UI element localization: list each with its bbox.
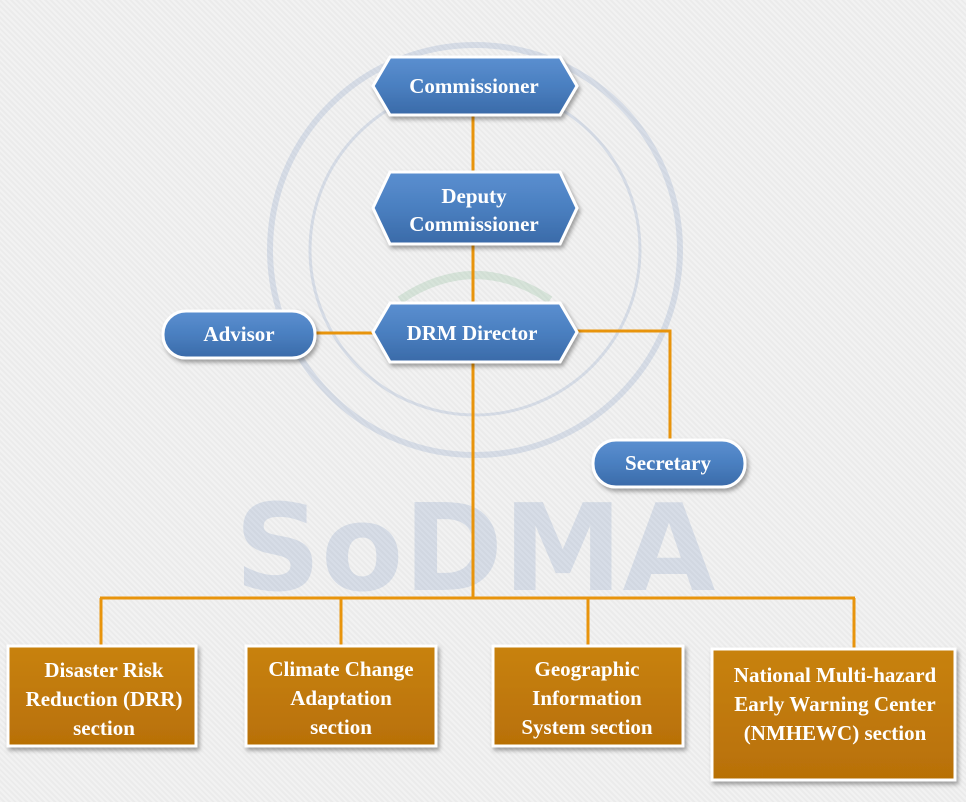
section-drr-line1: Disaster Risk xyxy=(44,658,164,682)
drm-director-label: DRM Director xyxy=(407,321,538,345)
section-gis-line2: Information xyxy=(532,686,642,710)
svg-text:SoDMA: SoDMA xyxy=(235,480,716,619)
section-drr-line3: section xyxy=(73,716,135,740)
deputy-commissioner-node[interactable]: Deputy Commissioner xyxy=(371,170,579,246)
commissioner-node[interactable]: Commissioner xyxy=(371,55,579,117)
commissioner-label: Commissioner xyxy=(409,74,539,98)
section-cca-line1: Climate Change xyxy=(268,657,413,681)
drm-director-node[interactable]: DRM Director xyxy=(371,301,579,364)
connectors xyxy=(99,115,856,648)
section-gis[interactable]: Geographic Information System section xyxy=(491,644,685,748)
section-drr-line2: Reduction (DRR) xyxy=(26,687,183,711)
secretary-node[interactable]: Secretary xyxy=(591,438,747,489)
section-nmhewc-line2: Early Warning Center xyxy=(734,692,935,716)
secretary-label: Secretary xyxy=(625,451,711,475)
section-drr[interactable]: Disaster Risk Reduction (DRR) section xyxy=(6,644,198,748)
section-nmhewc[interactable]: National Multi-hazard Early Warning Cent… xyxy=(710,647,957,782)
section-gis-line1: Geographic xyxy=(535,657,640,681)
section-nmhewc-line1: National Multi-hazard xyxy=(734,663,937,687)
section-cca[interactable]: Climate Change Adaptation section xyxy=(244,644,438,748)
section-nmhewc-line3: (NMHEWC) section xyxy=(744,721,927,745)
section-cca-line2: Adaptation xyxy=(290,686,392,710)
advisor-node[interactable]: Advisor xyxy=(161,309,317,360)
section-gis-line3: System section xyxy=(521,715,653,739)
deputy-label-line1: Deputy xyxy=(441,184,507,208)
deputy-label-line2: Commissioner xyxy=(409,212,539,236)
advisor-label: Advisor xyxy=(203,322,274,346)
sodma-logo-watermark: SoDMA xyxy=(235,42,716,619)
section-cca-line3: section xyxy=(310,715,372,739)
